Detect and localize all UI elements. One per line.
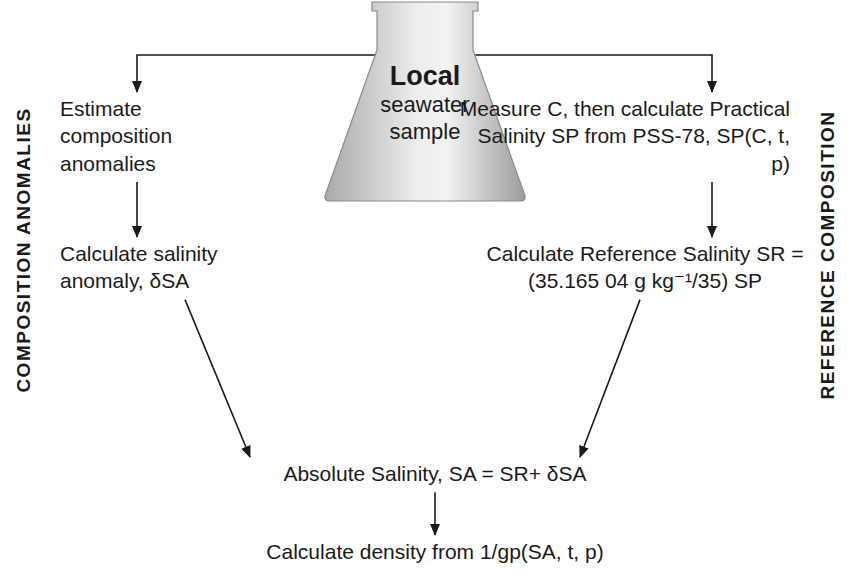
side-heading: REFERENCE COMPOSITION xyxy=(817,110,839,399)
step-text: Calculate salinity anomaly, δSA xyxy=(60,240,220,295)
flow-arrow xyxy=(434,492,436,535)
flow-arrow xyxy=(474,55,712,92)
step-text-block: Measure C, then calculate Practical Sali… xyxy=(455,95,790,177)
flow-arrow xyxy=(137,55,376,92)
flask-label: Local xyxy=(390,60,461,92)
flow-arrow xyxy=(580,300,640,457)
flow-arrow xyxy=(136,182,138,237)
step-text: Estimate composition anomalies xyxy=(60,95,220,177)
side-heading: COMPOSITION ANOMALIES xyxy=(13,107,35,392)
flow-arrow xyxy=(711,182,713,237)
step-text-block: Absolute Salinity, SA = SR+ δSA xyxy=(205,460,665,487)
step-text-block: Calculate Reference Salinity SR = (35.16… xyxy=(470,240,820,295)
step-text: Calculate density from 1/gp(SA, t, p) xyxy=(205,538,665,565)
step-text: Absolute Salinity, SA = SR+ δSA xyxy=(205,460,665,487)
flow-arrow xyxy=(185,300,250,457)
step-text: Measure C, then calculate Practical Sali… xyxy=(455,95,790,177)
step-text-block: Calculate salinity anomaly, δSA xyxy=(60,240,220,295)
step-text-block: Calculate density from 1/gp(SA, t, p) xyxy=(205,538,665,565)
step-text: Calculate Reference Salinity SR = (35.16… xyxy=(470,240,820,295)
step-text-block: Estimate composition anomalies xyxy=(60,95,220,177)
